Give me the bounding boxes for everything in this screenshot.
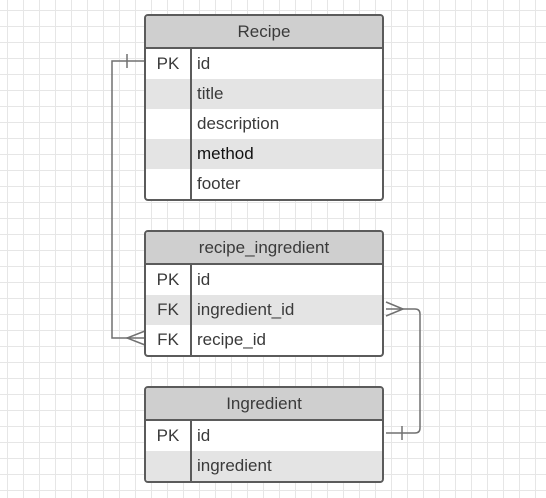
key-label: [146, 109, 192, 139]
recipe-entity-title: Recipe: [146, 16, 382, 49]
ingredient-id-many-marker: [385, 301, 405, 317]
recipe-ingredient-row-ingredient-id: FK ingredient_id: [146, 295, 382, 325]
recipe-ingredient-many-marker: [124, 330, 146, 346]
key-label: PK: [146, 49, 192, 79]
recipe-entity[interactable]: Recipe PK id title description method fo…: [144, 14, 384, 201]
ingredient-row-ingredient: ingredient: [146, 451, 382, 481]
field-label: recipe_id: [197, 330, 266, 349]
field-label: ingredient: [197, 456, 272, 475]
ingredient-entity-title: Ingredient: [146, 388, 382, 421]
field-label: ingredient_id: [197, 300, 295, 319]
key-label: PK: [146, 265, 192, 295]
field-label: description: [197, 114, 280, 133]
ingredient-row-id: PK id: [146, 421, 382, 451]
key-label: [146, 451, 192, 481]
field-label: title: [197, 84, 224, 103]
field-label: footer: [197, 174, 241, 193]
field-label: method: [197, 144, 254, 163]
recipe-ingredient-entity[interactable]: recipe_ingredient PK id FK ingredient_id…: [144, 230, 384, 357]
recipe-row-title: title: [146, 79, 382, 109]
field-label: id: [197, 54, 211, 73]
key-label: [146, 139, 192, 169]
recipe-row-footer: footer: [146, 169, 382, 199]
recipe-ingredient-row-id: PK id: [146, 265, 382, 295]
recipe-row-description: description: [146, 109, 382, 139]
recipe-row-method: method: [146, 139, 382, 169]
key-label: PK: [146, 421, 192, 451]
field-label: id: [197, 426, 211, 445]
key-label: FK: [146, 325, 192, 355]
recipe-to-recipe-ingredient-connector: [111, 60, 145, 339]
recipe-row-id: PK id: [146, 49, 382, 79]
key-label: [146, 169, 192, 199]
key-label: [146, 79, 192, 109]
ingredient-entity[interactable]: Ingredient PK id ingredient: [144, 386, 384, 483]
recipe-ingredient-entity-title: recipe_ingredient: [146, 232, 382, 265]
key-label: FK: [146, 295, 192, 325]
recipe-ingredient-row-recipe-id: FK recipe_id: [146, 325, 382, 355]
field-label: id: [197, 270, 211, 289]
ingredient-to-recipe-ingredient-connector: [386, 308, 421, 434]
